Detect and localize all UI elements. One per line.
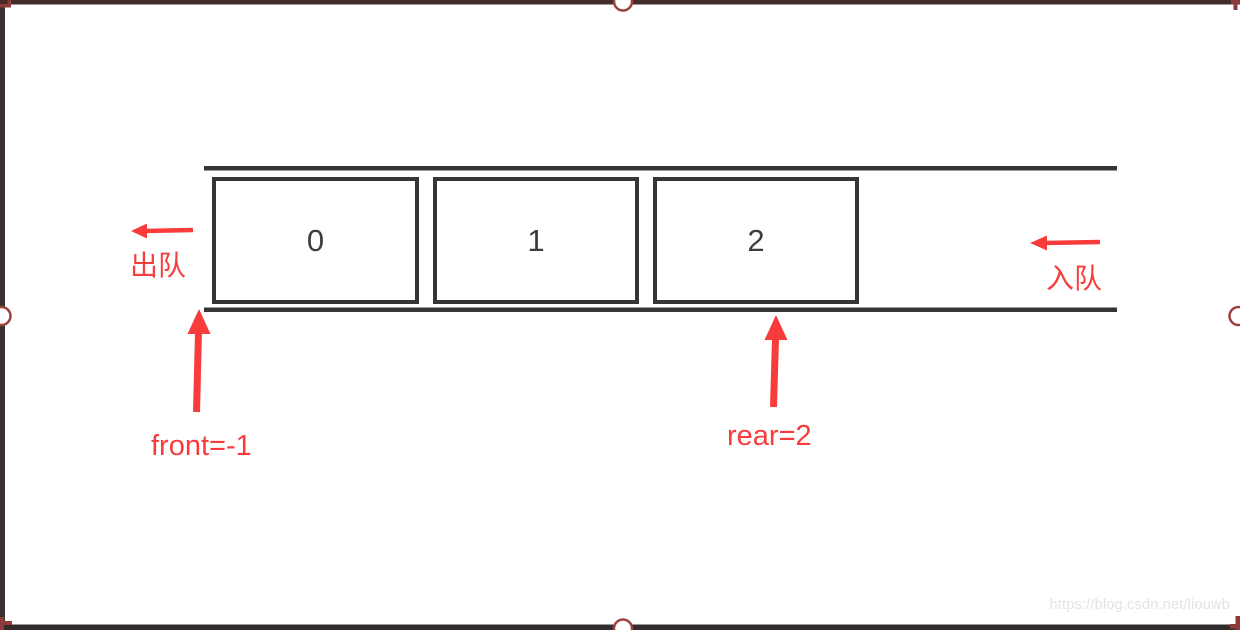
resize-handle-left-middle[interactable]	[0, 305, 12, 327]
rear-pointer-arrow-icon	[764, 315, 788, 408]
resize-handle-bottom-left-icon[interactable]	[0, 617, 12, 630]
resize-handle-bottom-center[interactable]	[612, 618, 634, 630]
resize-handle-right-middle[interactable]	[1228, 305, 1240, 327]
enqueue-arrow-icon	[1030, 235, 1101, 251]
watermark-url: https://blog.csdn.net/liouwb	[1049, 597, 1230, 613]
resize-handle-bottom-right-icon[interactable]	[1230, 616, 1240, 630]
queue-cell-1: 1	[433, 177, 639, 304]
dequeue-label: 出队	[130, 250, 187, 281]
queue-cell-2-label: 2	[747, 223, 765, 258]
front-pointer-arrow-icon	[187, 309, 211, 413]
resize-handle-top-right-icon[interactable]	[1231, 0, 1240, 10]
queue-cell-2: 2	[653, 177, 859, 304]
queue-cell-1-label: 1	[527, 223, 545, 258]
resize-handle-top-left-icon[interactable]	[0, 0, 11, 8]
enqueue-label: 入队	[1046, 263, 1103, 294]
dequeue-arrow-icon	[131, 223, 194, 239]
queue-cell-0-label: 0	[306, 223, 325, 258]
resize-handle-top-center[interactable]	[612, 0, 634, 12]
front-pointer-label: front=-1	[151, 430, 252, 462]
queue-track-bottom-line	[204, 307, 1117, 312]
rear-pointer-label: rear=2	[727, 420, 812, 452]
queue-track-top-line	[204, 166, 1117, 171]
queue-cell-0: 0	[212, 177, 419, 304]
